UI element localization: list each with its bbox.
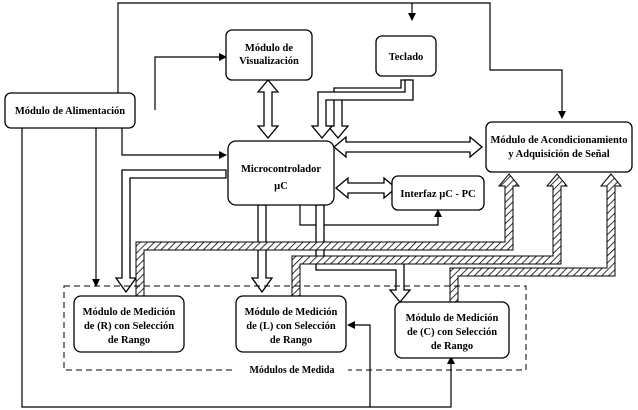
svg-text:Visualización: Visualización bbox=[239, 56, 299, 67]
measure-r-module: Módulo de Medición de (R) con Selección … bbox=[73, 295, 185, 353]
svg-text:de Rango: de Rango bbox=[270, 335, 312, 346]
svg-text:Interfaz µC - PC: Interfaz µC - PC bbox=[400, 189, 475, 200]
svg-text:Teclado: Teclado bbox=[389, 52, 424, 63]
svg-text:Microcontrolador: Microcontrolador bbox=[241, 164, 321, 175]
pc-interface-module: Interfaz µC - PC bbox=[391, 175, 485, 211]
svg-text:Módulo de: Módulo de bbox=[245, 43, 293, 54]
svg-text:y Adquisición de Señal: y Adquisición de Señal bbox=[508, 149, 609, 160]
svg-text:Módulo de Alimentación: Módulo de Alimentación bbox=[15, 106, 125, 117]
measurement-group-label: Módulos de Medida bbox=[249, 365, 334, 376]
measurement-group-outline bbox=[63, 285, 527, 371]
svg-text:Módulo de Medición: Módulo de Medición bbox=[83, 307, 176, 318]
svg-text:Módulo de Medición: Módulo de Medición bbox=[245, 307, 338, 318]
svg-text:Módulo de Medición: Módulo de Medición bbox=[406, 313, 499, 324]
bus-arrows bbox=[114, 78, 484, 304]
svg-text:de (L) con Selección: de (L) con Selección bbox=[246, 321, 336, 332]
svg-text:de Rango: de Rango bbox=[431, 341, 473, 352]
svg-text:de (C) con Selección: de (C) con Selección bbox=[407, 327, 497, 338]
svg-text:de (R) con Selección: de (R) con Selección bbox=[84, 321, 174, 332]
measure-l-module: Módulo de Medición de (L) con Selección … bbox=[235, 295, 347, 353]
svg-text:Módulo de Acondicionamiento: Módulo de Acondicionamiento bbox=[490, 135, 627, 146]
microcontroller-module: Microcontrolador µC bbox=[227, 140, 335, 206]
display-module: Módulo de Visualización bbox=[225, 29, 313, 81]
measure-c-module: Módulo de Medición de (C) con Selección … bbox=[394, 301, 510, 359]
power-module: Módulo de Alimentación bbox=[4, 92, 136, 129]
svg-text:de Rango: de Rango bbox=[108, 335, 150, 346]
acquisition-module: Módulo de Acondicionamiento y Adquisició… bbox=[485, 121, 633, 173]
power-lines bbox=[21, 2, 566, 408]
svg-text:µC: µC bbox=[274, 181, 288, 192]
keyboard-module: Teclado bbox=[375, 35, 437, 77]
signal-buses bbox=[135, 173, 623, 309]
